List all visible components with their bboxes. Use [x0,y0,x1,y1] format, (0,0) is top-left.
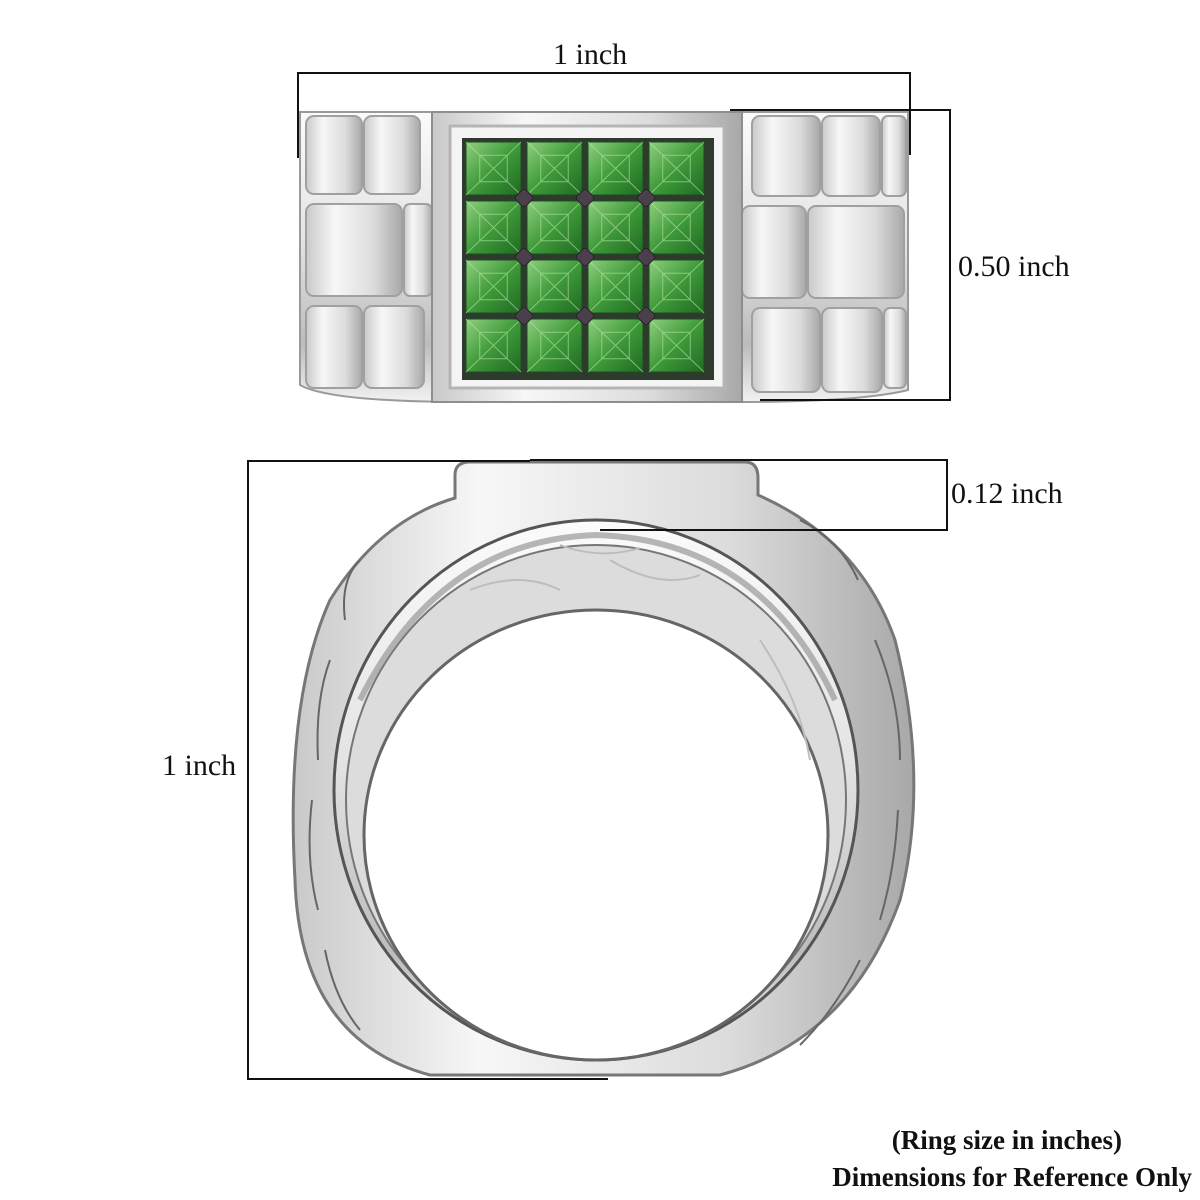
top-width-dimension-line [297,72,911,158]
gemstone-facets [648,141,705,196]
top-width-label: 1 inch [553,38,628,71]
ring-size-note: (Ring size in inches) [891,1125,1122,1155]
gemstone-facets [526,318,583,373]
gemstone-facets [465,200,522,255]
ring-finger-opening [362,608,830,1062]
band-thickness-label: 0.12 inch [951,477,1063,510]
side-height-dimension-line [247,460,608,1080]
gemstone-facets [465,318,522,373]
top-height-label: 0.50 inch [958,250,1070,283]
gemstone-facets [587,318,644,373]
dimension-lines [247,72,951,1080]
gemstone-facets [587,259,644,314]
ring-top-view [299,111,909,403]
prong [575,188,595,208]
gemstone-grid [462,138,714,380]
bracelet-links-left [305,115,433,389]
gemstone-facets [648,259,705,314]
prong [636,188,656,208]
gemstone-facets [465,259,522,314]
band-thickness-dimension-line [530,459,948,531]
side-height-label: 1 inch [162,749,237,782]
prong [514,247,534,267]
prong [636,247,656,267]
gemstone-facets [465,141,522,196]
gemstone-facets [587,200,644,255]
gemstone-facets [526,141,583,196]
prong [636,306,656,326]
gemstone-facets [587,141,644,196]
prong [575,306,595,326]
gemstone-facets [648,200,705,255]
ring-side-view [291,460,916,1077]
gemstone-facets [526,200,583,255]
prong [575,247,595,267]
top-height-dimension-line [730,109,951,401]
reference-disclaimer: Dimensions for Reference Only [832,1162,1192,1192]
gemstone-facets [648,318,705,373]
gemstone-facets [526,259,583,314]
prong [514,306,534,326]
bracelet-links-right [741,115,907,393]
prong [514,188,534,208]
